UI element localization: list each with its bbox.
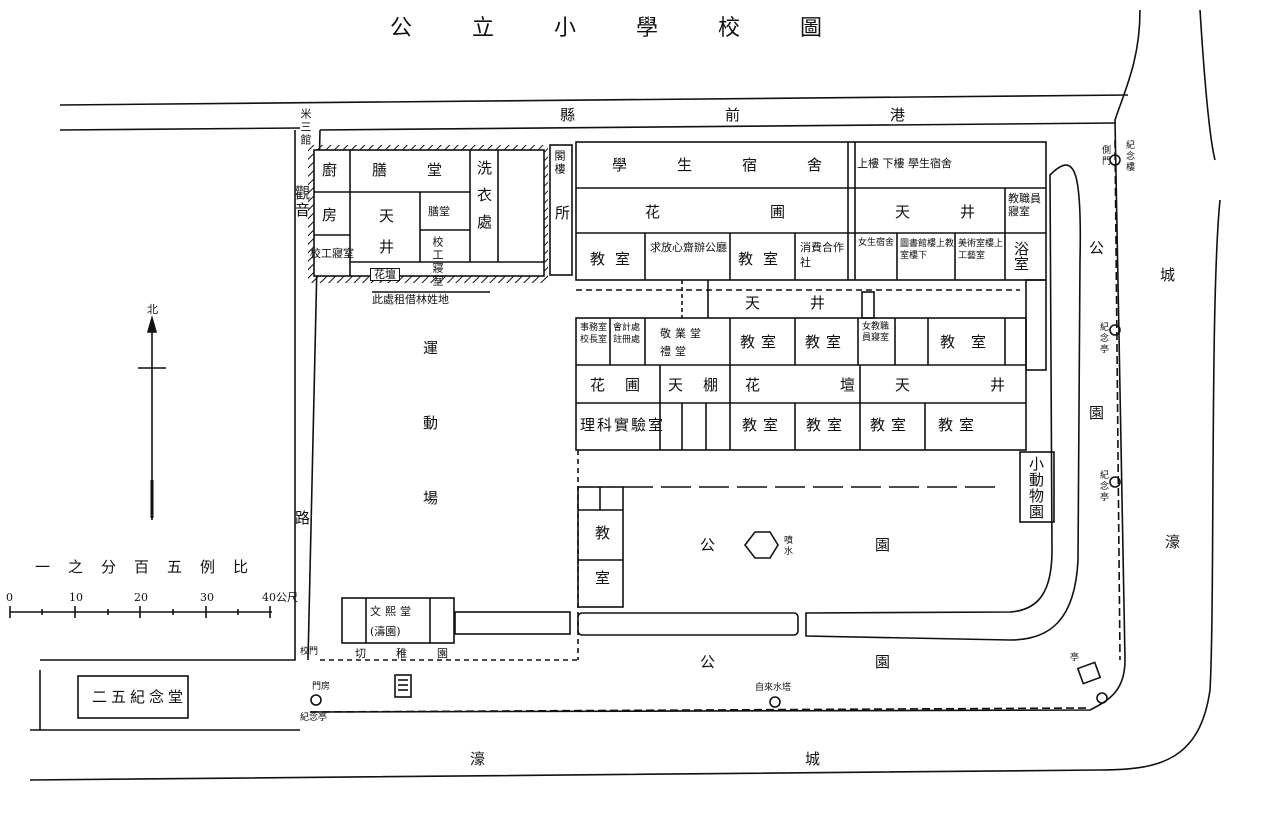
room-classroom-3: 教室 [740,333,783,351]
room-lab: 理科實驗室 [580,416,666,434]
memorial-pavilion: 紀念亭 [1098,322,1108,355]
room-dining-hall: 膳堂 [372,161,483,179]
room-female-staff: 女教職員寢室 [862,322,890,343]
zoo-box [1019,451,1055,523]
room-bath: 浴室 [1014,240,1030,273]
memorial-tower: 紀念樓 [1124,140,1134,173]
scale-tick-10: 10 [69,591,83,604]
road-label-moat2: 濠 [1165,533,1181,551]
room-park: 公園 [700,536,1051,554]
scale-tick-30: 30 [200,591,214,604]
room-courtyard2: 天井 [895,203,1026,221]
gate-side-2: 側門 [1100,145,1110,167]
road-label-city: 城 [1160,266,1176,284]
wenxi-hall [341,597,455,644]
room-zoo: 小動物園 [1027,456,1045,520]
room-classroom-7: 教室 [806,416,849,434]
road-edge [29,199,1221,781]
room-art: 美術室樓上工藝室 [958,239,1004,261]
road-edge [1199,9,1216,161]
room-classroom-5: 教室 [940,333,1003,351]
room-staff: 校工寢室 [310,247,354,260]
road-edge [319,122,1116,131]
city-wall [309,707,1091,713]
room-hall: 敬業堂 禮堂 [660,327,705,358]
room-wenxi: 文熙堂 [370,605,415,618]
room-coop: 消費合作社 [800,241,844,269]
memorial-hall-label: 二五紀念堂 [92,688,188,706]
room-toilet: 所 [553,205,571,222]
road-label-lane2: 路 [293,510,311,527]
room-dining2: 膳堂 [428,205,450,218]
water-tower: 自來水塔 [755,683,792,693]
room-courtyard4: 天井 [895,376,1086,394]
north-block [575,141,1047,281]
room-kitchen: 廚 [322,161,338,179]
room-dorm-a: 學生宿舍 [612,156,873,174]
room-kindergarten: 切稚園 [355,647,478,660]
scale-tick-40: 40公尺 [262,591,298,604]
room-dorm-b: 上樓 下樓 學生宿舍 [857,157,952,170]
service-block [313,149,545,277]
room-garden2: 花圃 [590,376,661,394]
road-edge [59,127,301,131]
guardroom: 門房 [312,682,331,692]
room-classroom-2: 教室 [738,250,789,268]
shrine-label: 紀念亭 [300,713,328,723]
room-courtyard1: 天井 [377,208,395,270]
scale-tick-20: 20 [134,591,148,604]
room-staff-dorm: 教職員寢室 [1008,192,1041,218]
room-storeroom: 房 [322,206,338,224]
room-office-small: 女生宿舍 [858,238,895,248]
room-loft: 閣樓 [553,150,566,176]
road-label-lane: 觀音 [293,185,311,219]
room-flower-bed: 花壇 [745,376,936,394]
memorial-hall [77,675,189,719]
room-classroom-1: 教室 [590,250,641,268]
corner-label: 米三館 [299,108,312,147]
room-garden1: 花圃 [645,203,896,221]
room-washroom: 洗衣處 [475,160,493,241]
road-edge [40,130,296,661]
room-office1: 求放心齋辦公廳 [650,241,727,254]
road-edge [59,94,1129,106]
park-path [805,164,1082,641]
room-playground: 運動場 [421,340,439,565]
middle-block [575,317,1027,451]
gate-side: 校門 [300,647,319,657]
lotus-pavilion: 紀念亭 [1098,470,1108,503]
city-wall [1114,139,1121,661]
room-principal: 事務室 校長室 [580,323,608,345]
room-classroom-4: 教室 [805,333,848,351]
room-classroom-9: 教室 [938,416,981,434]
road-label-qian-gang: 縣前港 [560,106,1056,124]
room-classroom-10: 教室 [593,525,611,615]
park-label-side: 公園 [1087,240,1105,570]
room-register: 會計處 註冊處 [613,323,641,345]
fountain [743,531,779,559]
scale-tick-0: 0 [6,591,13,604]
room-staff2: 校工寢室 [431,236,444,288]
fountain-label: 噴水 [782,535,792,557]
room-library: 圖書館樓上教室樓下 [900,239,955,261]
map-title: 公立小學校圖 [390,16,883,41]
compass-north: 北 [147,303,158,316]
room-wenxi-sub: (濤園) [370,625,401,638]
room-courtyard3: 天井 [745,294,876,312]
lease-note: 此處租借林姓地 [372,293,449,306]
room-classroom-8: 教室 [870,416,913,434]
room-classroom-6: 教室 [742,416,785,434]
scale-label: 比例五百分之一 [35,558,267,576]
lotus-pav: 亭 [1068,652,1078,663]
room-pavilion: 天棚 [668,376,739,394]
room-flower-terrace: 花壇 [370,268,400,281]
room-park-2: 公園 [700,653,1051,671]
road-label-moat: 濠城 [470,750,1141,768]
